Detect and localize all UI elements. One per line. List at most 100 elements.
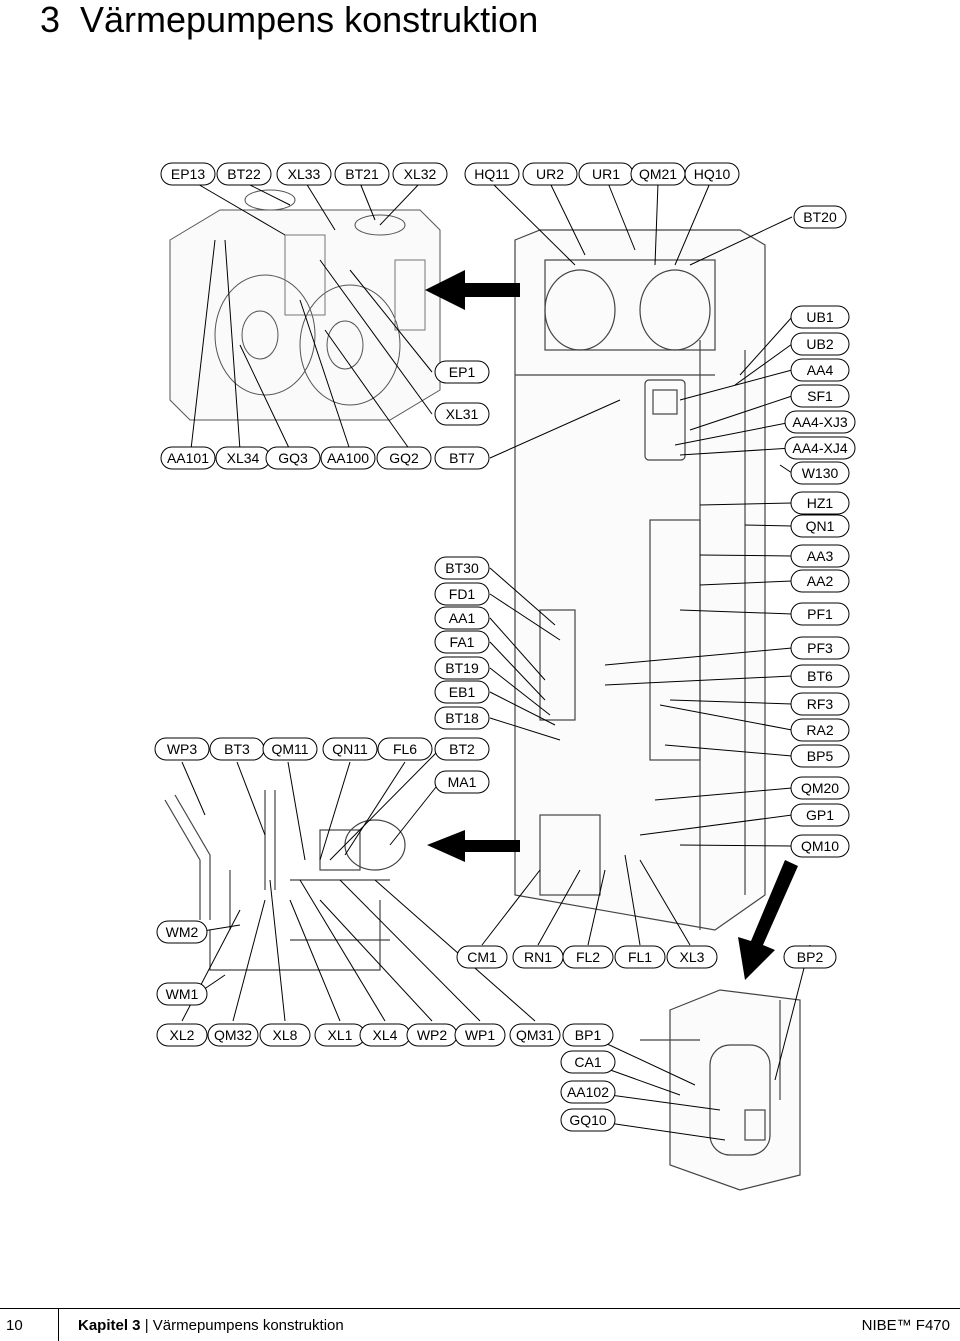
component-label: XL34 [215,446,271,470]
component-label: PF1 [790,602,850,626]
label-pill [322,737,378,761]
label-pill [259,1023,311,1047]
label-pill [454,1023,506,1047]
label-pill [614,945,666,969]
label-pill [560,1050,616,1074]
compressor-drawing [640,989,801,1191]
component-label: UB2 [790,332,850,356]
label-pill [790,461,850,485]
label-pill [562,945,614,969]
component-label: BT19 [434,656,490,680]
label-pill [156,982,208,1006]
label-text: QM21 [639,166,677,182]
component-label: AA2 [790,569,850,593]
label-pill [464,162,520,186]
component-label: HZ1 [790,491,850,515]
component-label: AA4-XJ4 [784,436,856,460]
label-pill [790,544,850,568]
component-label: EP13 [160,162,216,186]
component-label: QN1 [790,514,850,538]
label-text: CA1 [574,1054,601,1070]
label-text: CM1 [467,949,497,965]
label-text: XL33 [288,166,321,182]
label-pill [790,305,850,329]
component-label: AA4-XJ3 [784,410,856,434]
component-label: RN1 [512,945,564,969]
label-text: XL32 [404,166,437,182]
label-pill [154,737,210,761]
label-text: UR1 [592,166,620,182]
label-pill [790,602,850,626]
label-text: AA2 [807,573,834,589]
footer-chapter-label: Kapitel 3 [78,1317,141,1334]
label-text: FL1 [628,949,652,965]
component-label: FA1 [434,630,490,654]
label-pill [434,656,490,680]
label-pill [684,162,740,186]
component-label: BP2 [783,945,837,969]
label-pill [560,1080,616,1104]
label-text: FL6 [393,741,417,757]
component-label: AA102 [560,1080,616,1104]
component-label: WP1 [454,1023,506,1047]
label-pill [790,664,850,688]
label-pill [434,706,490,730]
label-text: WP2 [417,1027,448,1043]
component-label: BT3 [209,737,265,761]
component-label: HQ11 [464,162,520,186]
label-pill [160,162,216,186]
component-label: FL1 [614,945,666,969]
label-pill [790,776,850,800]
label-pill [434,360,490,384]
component-label: UB1 [790,305,850,329]
label-pill [434,770,490,794]
label-text: WP3 [167,741,198,757]
component-label: XL2 [156,1023,208,1047]
component-label: WM2 [156,920,208,944]
label-text: BP2 [797,949,824,965]
component-label: BT7 [434,446,490,470]
label-text: AA4-XJ4 [792,440,847,456]
component-label: MA1 [434,770,490,794]
label-pill [790,569,850,593]
label-pill [434,737,490,761]
label-pill [784,410,856,434]
label-text: BT19 [445,660,479,676]
label-text: BP5 [807,748,834,764]
label-text: BT7 [449,450,475,466]
label-text: HQ11 [474,166,510,182]
label-pill [207,1023,259,1047]
label-text: GQ3 [278,450,308,466]
label-text: SF1 [807,388,833,404]
label-pill [434,556,490,580]
label-text: QN11 [332,741,368,757]
label-text: MA1 [448,774,477,790]
label-pill [790,491,850,515]
component-label: GQ10 [560,1108,616,1132]
label-pill [783,945,837,969]
component-label: QM20 [790,776,850,800]
chapter-title: Värmepumpens konstruktion [80,0,539,40]
label-text: BT3 [224,741,250,757]
label-pill [434,582,490,606]
label-text: BT30 [445,560,479,576]
label-text: AA4 [807,362,834,378]
label-text: GP1 [806,807,834,823]
label-text: RN1 [524,949,552,965]
leader-lines [181,182,811,1141]
component-label: BP1 [562,1023,614,1047]
component-label: QM32 [207,1023,259,1047]
label-text: QM20 [801,780,839,796]
component-label: BT2 [434,737,490,761]
label-text: BT20 [803,209,837,225]
label-text: WM1 [166,986,199,1002]
component-label: QM31 [509,1023,561,1047]
label-text: EP1 [449,364,476,380]
label-pill [156,1023,208,1047]
component-label: XL1 [314,1023,366,1047]
page-number: 10 [6,1317,23,1334]
label-pill [790,803,850,827]
label-pill [276,162,332,186]
label-pill [216,162,272,186]
footer-separator: | [144,1317,149,1334]
